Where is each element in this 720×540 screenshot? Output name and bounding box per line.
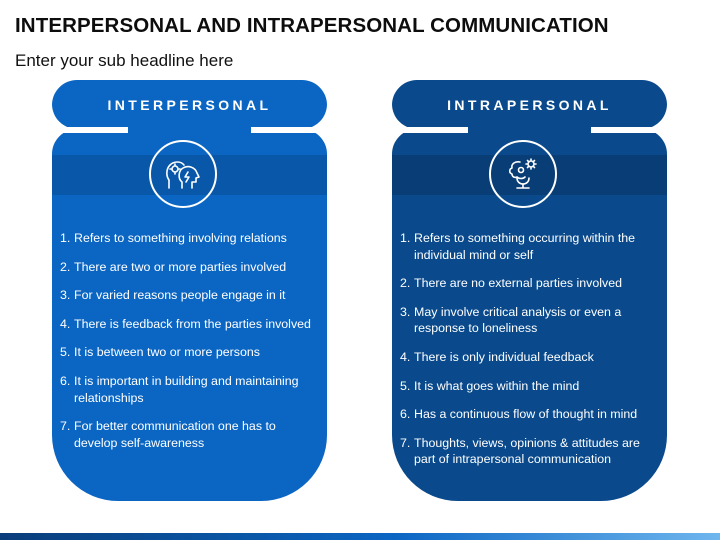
list-item: 1.Refers to something involving relation… [60,231,287,245]
intrapersonal-list: 1.Refers to something occurring within t… [392,230,662,480]
list-item: 3.For varied reasons people engage in it [60,288,286,303]
list-item: 3.May involve critical analysis or even … [400,304,622,336]
bottom-accent-bar [0,533,720,540]
intrapersonal-card: INTRAPERSONAL 1.Refers to something occu… [392,80,667,501]
page-subtitle: Enter your sub headline here [15,51,234,70]
intrapersonal-title: INTRAPERSONAL [447,97,612,113]
interpersonal-title: INTERPERSONAL [107,97,272,113]
list-item: 4.There is only individual feedback [400,349,594,364]
interpersonal-card: INTERPERSONAL 1.Refers to something invo… [52,80,327,501]
interpersonal-list: 1.Refers to something involving relation… [52,230,322,463]
list-item: 1.Refers to something occurring within t… [400,231,636,262]
people-heads-icon [149,140,217,208]
list-item: 6.It is important in building and mainta… [60,373,299,405]
list-item: 7.Thoughts, views, opinions & attitudes … [400,435,640,467]
list-item: 6.Has a continuous flow of thought in mi… [400,407,638,422]
thinking-mind-icon [489,140,557,208]
list-item: 7.For better communication one has to de… [60,419,276,450]
page-title: INTERPERSONAL AND INTRAPERSONAL COMMUNIC… [15,14,609,37]
list-item: 2.There are two or more parties involved [60,259,287,274]
list-item: 5.It is what goes within the mind [400,378,580,393]
list-item: 5.It is between two or more persons [60,345,260,360]
list-item: 2.There are no external parties involved [400,276,623,291]
list-item: 4.There is feedback from the parties inv… [60,316,311,331]
